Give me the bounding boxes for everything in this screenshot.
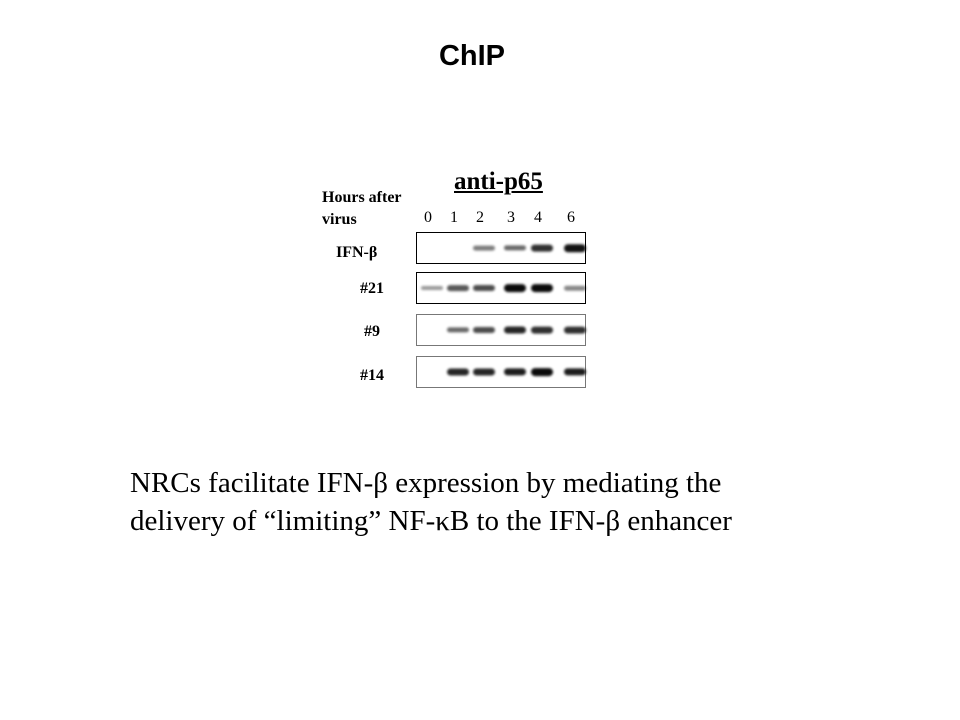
time-axis-label: Hours after virus — [322, 187, 402, 231]
gel-band — [531, 284, 553, 292]
gel-band — [531, 326, 553, 334]
gel-band — [473, 327, 495, 333]
antibody-label: anti-p65 — [454, 168, 543, 195]
gel-band — [531, 368, 553, 376]
gel-band — [473, 245, 495, 251]
gel-band — [564, 244, 586, 252]
lane-label: 1 — [450, 209, 458, 226]
gel-band — [504, 326, 526, 334]
lane-label: 2 — [476, 209, 484, 226]
conclusion-line-1: NRCs facilitate IFN-β expression by medi… — [130, 467, 722, 499]
slide-title: ChIP — [438, 40, 506, 72]
gel-band — [473, 368, 495, 376]
gel-band — [531, 244, 553, 252]
row-label-21: #21 — [360, 280, 384, 297]
gel-band — [504, 284, 526, 292]
blot-panel — [416, 232, 586, 264]
row-label-ifn-beta: IFN-β — [336, 244, 378, 261]
conclusion-line-2: delivery of “limiting” NF-κB to the IFN-… — [130, 505, 732, 537]
gel-band — [421, 286, 443, 290]
blot-panel — [416, 314, 586, 346]
gel-band — [447, 368, 469, 376]
lane-label: 6 — [567, 209, 575, 226]
row-label-9: #9 — [364, 323, 380, 340]
gel-band — [473, 285, 495, 291]
time-axis-label-line2: virus — [322, 211, 357, 228]
gel-band — [447, 285, 469, 291]
gel-band — [564, 368, 586, 376]
gel-band — [564, 326, 586, 334]
gel-band — [504, 245, 526, 251]
lane-label: 0 — [424, 209, 432, 226]
gel-band — [564, 285, 586, 291]
gel-band — [504, 368, 526, 376]
blot-panel — [416, 356, 586, 388]
time-axis-label-line1: Hours after — [322, 189, 402, 206]
conclusion-statement: NRCs facilitate IFN-β expression by medi… — [130, 464, 870, 540]
gel-band — [447, 327, 469, 333]
blot-panel — [416, 272, 586, 304]
lane-label: 4 — [534, 209, 542, 226]
lane-label: 3 — [507, 209, 515, 226]
row-label-14: #14 — [360, 367, 384, 384]
